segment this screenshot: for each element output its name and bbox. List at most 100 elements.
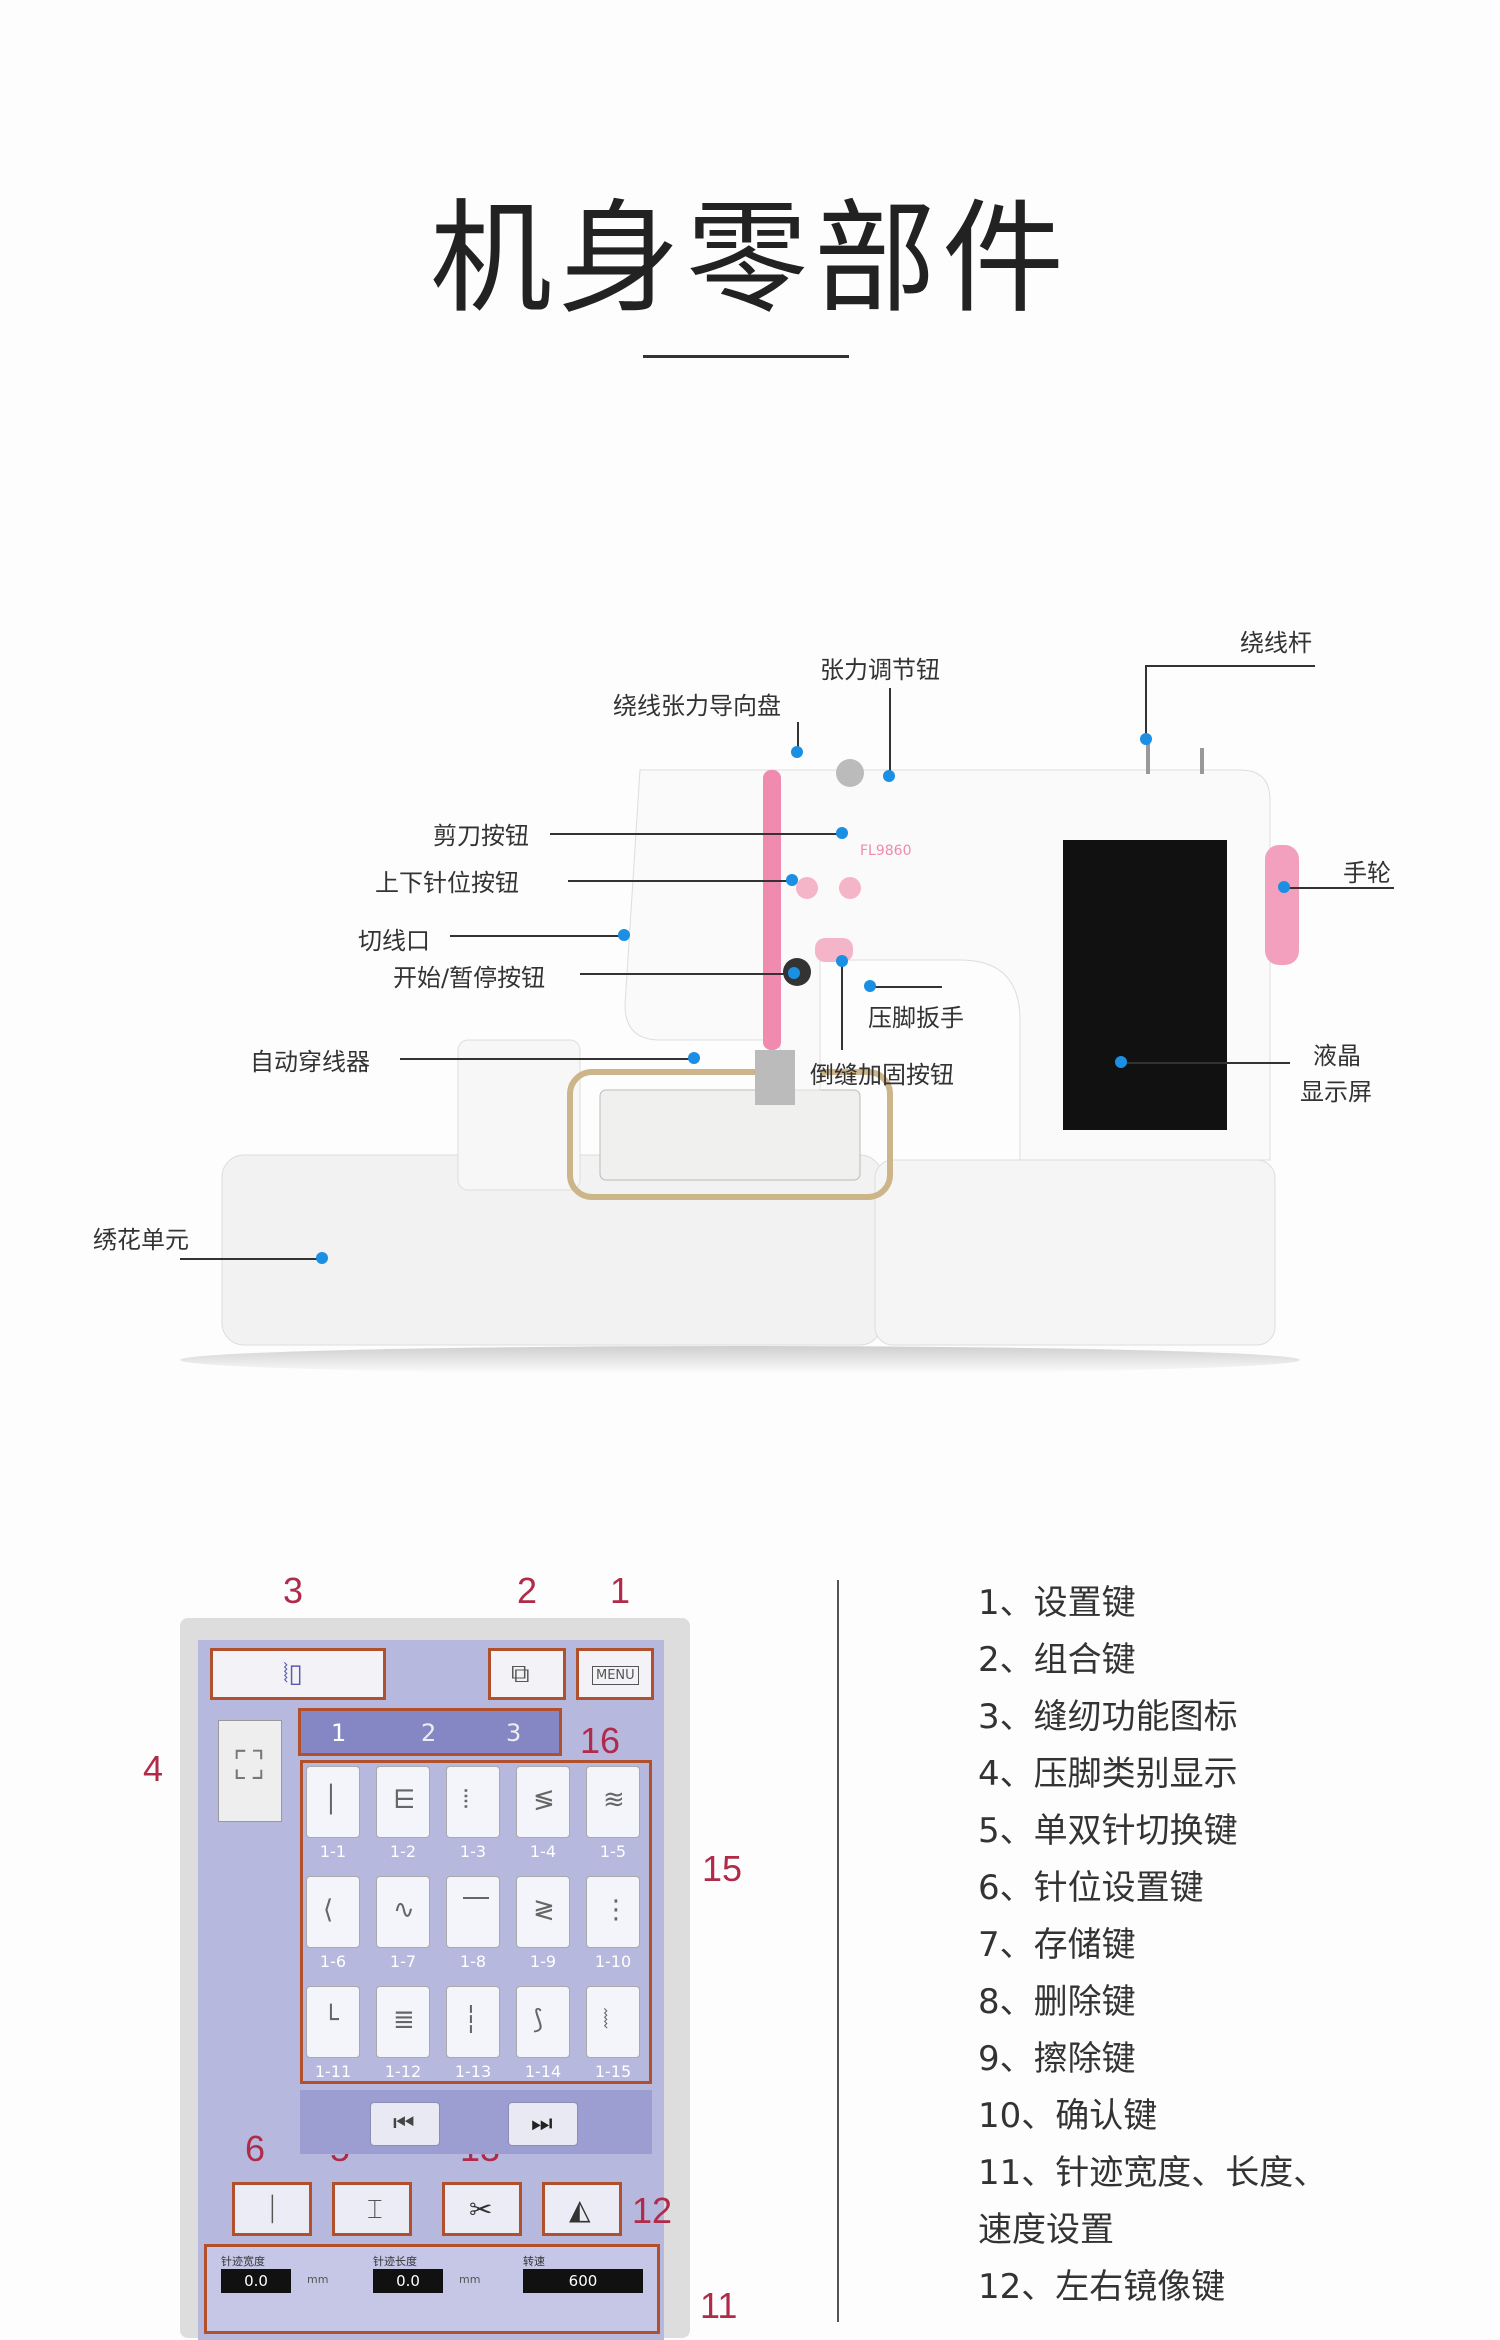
model-text: FL9860	[860, 843, 911, 859]
callout-lcd-line2: 显示屏	[1300, 1078, 1372, 1106]
tab-3[interactable]: 3	[506, 1719, 522, 1747]
stitch-pattern-tile[interactable]: ┆	[446, 1986, 500, 2058]
callout-bobbin-winder: 绕线杆	[1240, 629, 1312, 657]
reverse-button-dot	[836, 955, 848, 967]
width-value[interactable]: 0.0	[221, 2269, 291, 2293]
callout-scissor-button: 剪刀按钮	[433, 822, 529, 850]
stitch-pattern-icon: ⋮	[603, 1895, 629, 1925]
scissors-icon: ✂	[469, 2193, 493, 2226]
needle-up-down-dot	[786, 874, 798, 886]
stitch-pattern-icon: ⦙	[463, 1785, 469, 1815]
marker-12: 12	[632, 2190, 673, 2231]
needle-position-button[interactable]: ⏐	[232, 2182, 312, 2236]
stitch-pattern-tile[interactable]: ≋	[586, 1766, 640, 1838]
stitch-pattern-tile[interactable]: ≣	[376, 1986, 430, 2058]
menu-label: MENU	[592, 1666, 639, 1685]
stitch-pattern-tile[interactable]: ≶	[516, 1766, 570, 1838]
stitch-pattern-icon: ≶	[533, 1785, 555, 1815]
presser-foot-display: ⛶	[218, 1720, 282, 1822]
combine-icon: ⧉	[511, 1659, 530, 1689]
callout-thread-cutter: 切线口	[358, 927, 430, 955]
stitch-pattern-tile[interactable]: ∿	[376, 1876, 430, 1948]
stitch-pattern-label: 1-9	[529, 1952, 557, 1971]
legend-item: 7、存储键	[978, 1925, 1136, 1965]
callout-reverse-button: 倒缝加固按钮	[810, 1061, 954, 1089]
stitch-pattern-label: 1-13	[454, 2062, 492, 2081]
stitch-pattern-tile[interactable]: ≷	[516, 1876, 570, 1948]
stitch-pattern-label: 1-4	[529, 1842, 557, 1861]
stitch-pattern-icon: ⦚	[603, 2005, 609, 2035]
stitch-pattern-tile[interactable]: ⋿	[376, 1766, 430, 1838]
stitch-pattern-label: 1-5	[599, 1842, 627, 1861]
stitch-pattern-icon: ⟨	[323, 1895, 334, 1925]
auto-threader-dot	[688, 1052, 700, 1064]
stitch-pattern-label: 1-11	[314, 2062, 352, 2081]
legend-item: 10、确认键	[978, 2096, 1158, 2136]
width-label: 针迹宽度	[221, 2255, 265, 2268]
stitch-pattern-grid	[300, 1760, 652, 2084]
callout-needle-up-down: 上下针位按钮	[375, 869, 519, 897]
stitch-pattern-icon: └	[323, 2005, 339, 2035]
stitch-pattern-tile[interactable]: ⎺	[446, 1876, 500, 1948]
stitch-pattern-icon: ⎺	[463, 1895, 490, 1925]
callout-lcd-line1: 液晶	[1313, 1042, 1361, 1070]
callout-start-stop: 开始/暂停按钮	[393, 964, 546, 992]
stitch-pattern-label: 1-14	[524, 2062, 562, 2081]
speed-label: 转速	[523, 2255, 545, 2268]
callout-embroidery-unit: 绣花单元	[93, 1226, 189, 1254]
stitch-pattern-tile[interactable]: ⟆	[516, 1986, 570, 2058]
legend-item: 速度设置	[978, 2210, 1114, 2250]
marker-6: 6	[245, 2128, 266, 2169]
twin-needle-button[interactable]: ⌶	[332, 2182, 412, 2236]
scissor-button-dot	[836, 827, 848, 839]
legend-item: 11、针迹宽度、长度、	[978, 2153, 1328, 2193]
title-divider	[643, 355, 849, 358]
page-navigation	[300, 2090, 652, 2154]
thread-cutter-dot	[618, 929, 630, 941]
marker-4: 4	[143, 1748, 164, 1789]
stitch-pattern-label: 1-15	[594, 2062, 632, 2081]
stitch-pattern-label: 1-3	[459, 1842, 487, 1861]
legend-item: 2、组合键	[978, 1640, 1136, 1680]
stitch-pattern-label: 1-1	[319, 1842, 347, 1861]
next-page-button[interactable]: ⏭	[508, 2102, 578, 2146]
needle-icon: ⌶	[367, 2195, 383, 2225]
stitch-pattern-icon: │	[323, 1785, 339, 1815]
stitch-pattern-tile[interactable]: ⟨	[306, 1876, 360, 1948]
tab-1[interactable]: 1	[331, 1719, 347, 1747]
marker-2: 2	[517, 1570, 538, 1611]
stitch-pattern-icon: ∿	[393, 1895, 415, 1925]
stitch-pattern-label: 1-7	[389, 1952, 417, 1971]
combine-button[interactable]: ⧉	[488, 1648, 566, 1700]
presser-lever-dot	[864, 980, 876, 992]
sewing-machine-illustration: FL9860	[180, 738, 1300, 1374]
prev-icon: ⏮	[393, 2109, 415, 2137]
stitch-pattern-tile[interactable]: ⦙	[446, 1766, 500, 1838]
tab-2[interactable]: 2	[421, 1719, 437, 1747]
stitch-pattern-tile[interactable]: └	[306, 1986, 360, 2058]
mirror-button[interactable]: ◭	[542, 2182, 622, 2236]
thread-guide-dot	[791, 746, 803, 758]
legend-item: 6、针位设置键	[978, 1868, 1204, 1908]
section-divider	[837, 1580, 839, 2322]
callout-thread-guide: 绕线张力导向盘	[613, 692, 781, 720]
stitch-pattern-tile[interactable]: ⋮	[586, 1876, 640, 1948]
handwheel-dot	[1278, 881, 1290, 893]
marker-11: 11	[700, 2285, 738, 2326]
sewing-function-icon[interactable]: ⦚▯	[210, 1648, 386, 1700]
pattern-tabs: 1 2 3	[298, 1708, 562, 1756]
next-icon: ⏭	[531, 2109, 553, 2137]
stitch-pattern-tile[interactable]: │	[306, 1766, 360, 1838]
length-value[interactable]: 0.0	[373, 2269, 443, 2293]
scissor-cut-button[interactable]: ✂	[442, 2182, 522, 2236]
legend-item: 4、压脚类别显示	[978, 1754, 1238, 1794]
stitch-pattern-tile[interactable]: ⦚	[586, 1986, 640, 2058]
presser-foot-icon: ⛶	[235, 1743, 263, 1789]
speed-value[interactable]: 600	[523, 2269, 643, 2293]
legend-item: 3、缝纫功能图标	[978, 1697, 1238, 1737]
callout-auto-threader: 自动穿线器	[250, 1048, 370, 1076]
length-unit: mm	[459, 2273, 481, 2286]
legend-item: 8、删除键	[978, 1982, 1136, 2022]
prev-page-button[interactable]: ⏮	[370, 2102, 440, 2146]
menu-button[interactable]: MENU	[576, 1648, 654, 1700]
